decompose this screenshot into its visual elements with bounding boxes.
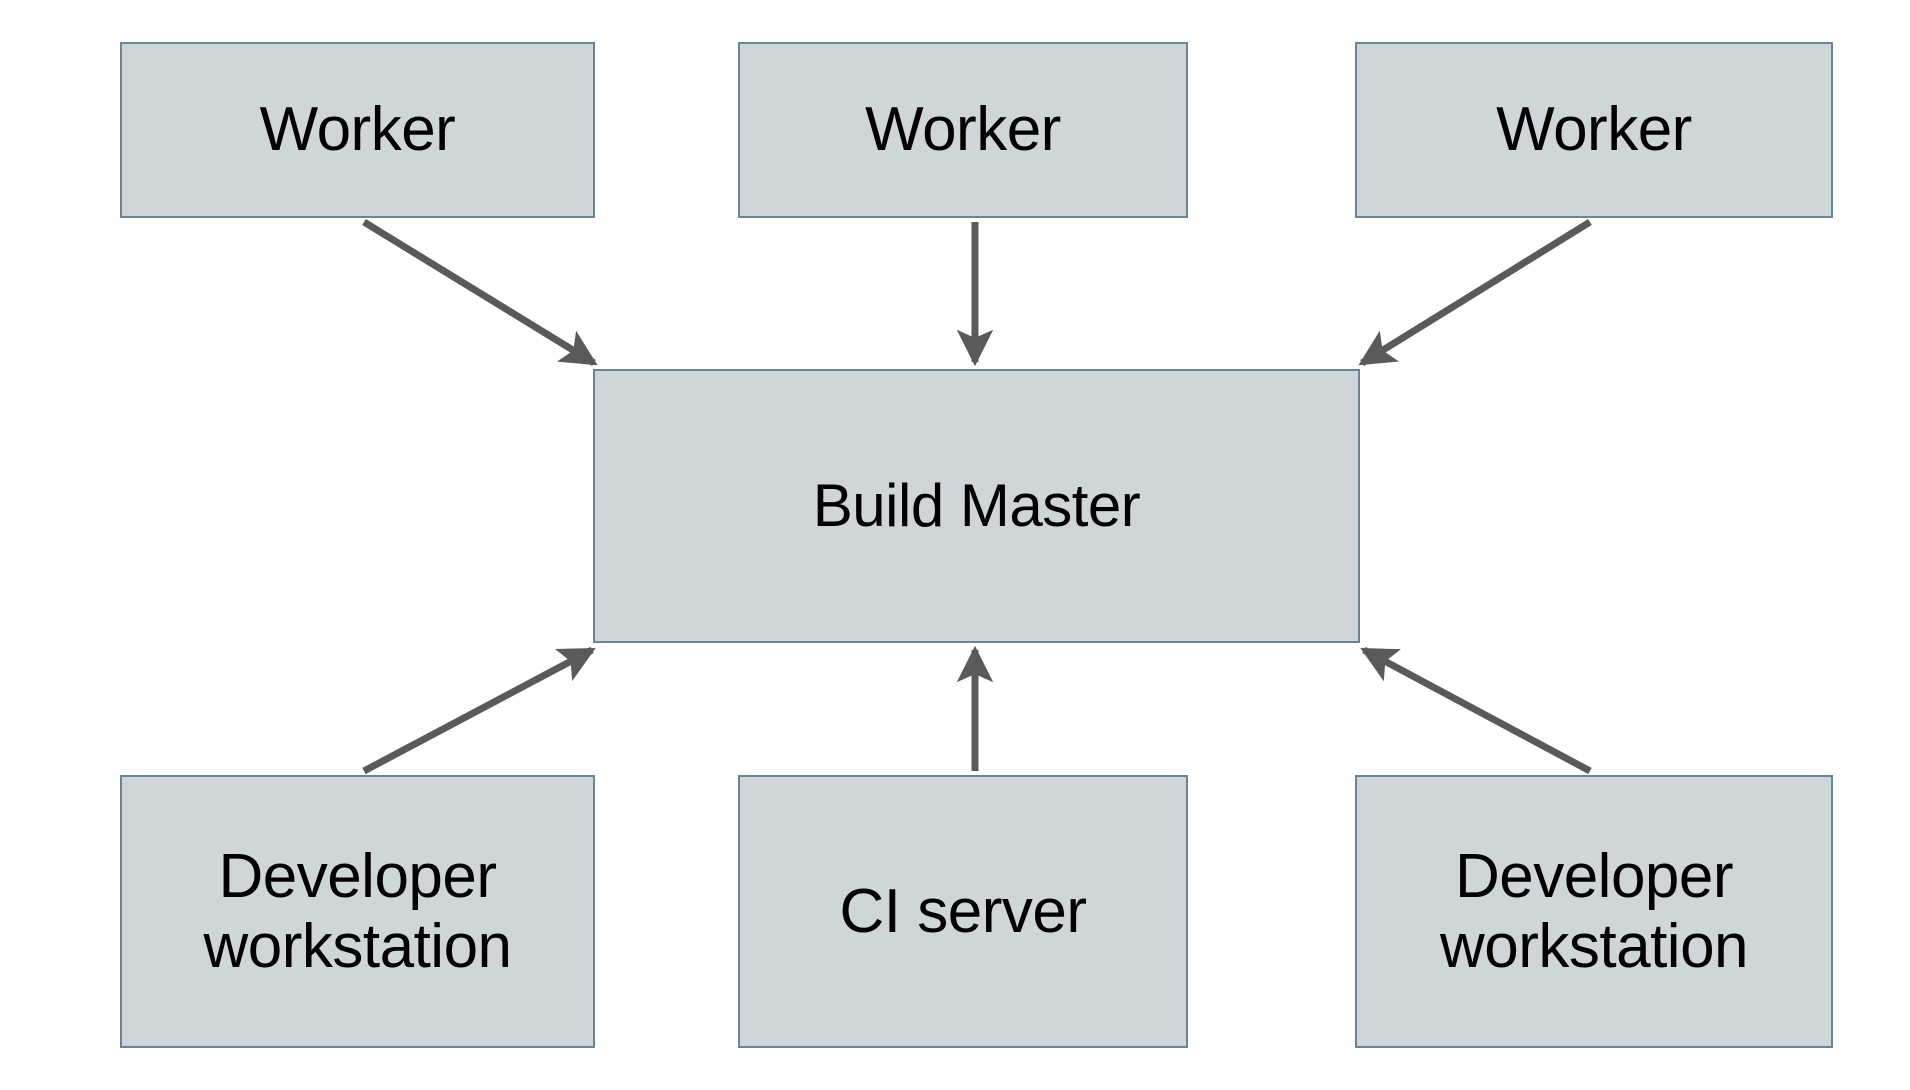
node-developer-workstation-1[interactable]: Developer workstation bbox=[120, 775, 595, 1048]
node-build-master[interactable]: Build Master bbox=[593, 369, 1360, 643]
node-worker-2[interactable]: Worker bbox=[738, 42, 1188, 218]
node-ci-server[interactable]: CI server bbox=[738, 775, 1188, 1048]
node-developer-workstation-2[interactable]: Developer workstation bbox=[1355, 775, 1833, 1048]
node-worker-2-label: Worker bbox=[865, 95, 1061, 165]
edge-dev-ws-2-to-build-master bbox=[1360, 646, 1592, 775]
node-ci-server-label: CI server bbox=[839, 876, 1087, 946]
edge-dev-ws-1-to-build-master bbox=[362, 646, 596, 775]
node-build-master-label: Build Master bbox=[812, 472, 1141, 540]
edge-worker-3-to-build-master bbox=[1358, 219, 1592, 366]
node-worker-3-label: Worker bbox=[1496, 95, 1692, 165]
edge-worker-1-to-build-master bbox=[362, 219, 598, 366]
node-developer-workstation-1-label: Developer workstation bbox=[203, 842, 512, 981]
node-worker-3[interactable]: Worker bbox=[1355, 42, 1833, 218]
node-developer-workstation-2-label: Developer workstation bbox=[1439, 842, 1749, 981]
node-worker-1[interactable]: Worker bbox=[120, 42, 595, 218]
node-worker-1-label: Worker bbox=[259, 95, 456, 165]
